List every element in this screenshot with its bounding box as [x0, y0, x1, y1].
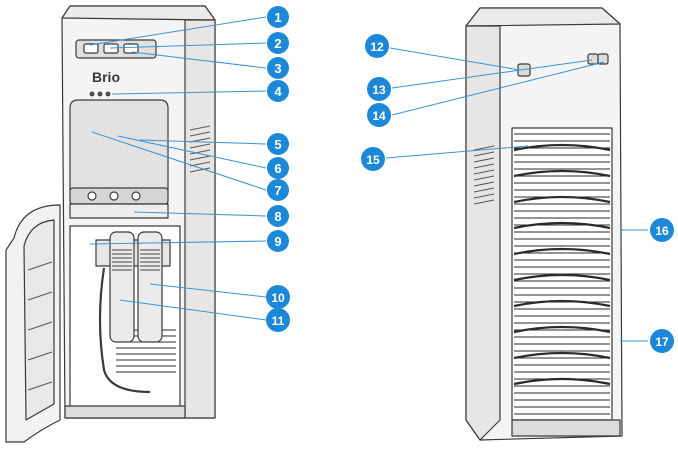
callout-4: 4: [267, 80, 289, 102]
leader-line-10: [149, 283, 267, 298]
rear-dispenser-unit: [465, 7, 623, 441]
coil-tube: [513, 273, 611, 282]
front-side-vents: [189, 125, 211, 173]
front-drip-tray-hole-3: [131, 191, 141, 201]
rear-condenser-coils: [513, 133, 611, 415]
svg-text:15: 15: [366, 153, 380, 167]
svg-text:1: 1: [274, 10, 281, 25]
callout-12: 12: [365, 34, 389, 58]
leader-line-4: [111, 90, 267, 95]
svg-text:17: 17: [655, 335, 669, 349]
rear-cabinet-side: [465, 25, 501, 441]
callout-7: 7: [267, 179, 289, 201]
leader-line-5: [139, 139, 267, 145]
rear-cabinet-top: [465, 7, 621, 27]
callout-2: 2: [267, 32, 289, 54]
svg-text:14: 14: [372, 109, 386, 123]
callout-badges-rear: 12 13 14 15 16 17: [361, 34, 674, 353]
leader-line-11: [119, 299, 267, 321]
front-filter-cap-ribs: [112, 249, 160, 271]
front-drip-tray-hole-2: [109, 191, 119, 201]
front-indicator-light-2: [97, 91, 103, 97]
coil-tube: [513, 143, 611, 152]
leader-line-13: [391, 59, 593, 89]
leader-line-7: [91, 131, 267, 191]
leader-line-6: [117, 135, 267, 169]
front-indicator-light-3: [105, 91, 111, 97]
front-tray-ledge: [69, 203, 169, 219]
front-drip-tray: [69, 187, 169, 205]
coil-tube: [513, 247, 611, 256]
callout-10: 10: [266, 285, 290, 309]
svg-text:3: 3: [274, 61, 281, 76]
coil-tube: [513, 351, 611, 360]
callout-8: 8: [267, 205, 289, 227]
front-door-shelf-lines: [27, 261, 53, 391]
coil-tube: [513, 195, 611, 204]
front-indicator-light-1: [89, 91, 95, 97]
callout-badges-front: 1 2 3 4 5 6 7 8 9 10 11: [266, 6, 290, 332]
coil-tube: [513, 221, 611, 230]
front-control-button-3: [123, 43, 139, 54]
callout-13: 13: [367, 77, 391, 101]
front-cabinet-top: [61, 5, 216, 21]
front-control-button-1: [83, 43, 99, 54]
coil-tube: [513, 325, 611, 334]
callout-1: 1: [267, 6, 289, 28]
leader-line-9: [89, 240, 267, 245]
callout-16: 16: [650, 218, 674, 242]
rear-bottom-base: [511, 419, 621, 437]
callout-11: 11: [266, 308, 290, 332]
svg-text:4: 4: [274, 84, 282, 99]
front-filter-tubing: [98, 267, 151, 394]
leader-line-12: [389, 47, 521, 71]
callout-9: 9: [267, 230, 289, 252]
coil-tube: [513, 299, 611, 308]
svg-text:11: 11: [272, 314, 285, 328]
front-dispensing-recess: [69, 99, 169, 191]
callout-6: 6: [267, 157, 289, 179]
front-filter-cartridge-right: [137, 231, 163, 343]
front-cabinet-door-inner: [23, 219, 55, 421]
callout-15: 15: [361, 147, 385, 171]
leader-line-2: [109, 42, 267, 49]
front-drip-tray-hole-1: [87, 191, 97, 201]
rear-port-right-1: [587, 53, 599, 65]
brand-logo: Brio: [92, 69, 120, 85]
callout-5: 5: [267, 133, 289, 155]
rear-port-right-2: [597, 53, 609, 65]
svg-text:9: 9: [274, 234, 281, 249]
svg-text:13: 13: [372, 83, 386, 97]
svg-text:16: 16: [655, 224, 669, 238]
callout-leader-lines: [89, 16, 648, 342]
front-cabinet-base: [64, 405, 186, 419]
leader-line-15: [385, 145, 529, 159]
front-control-button-2: [103, 43, 119, 54]
leader-line-8: [133, 211, 267, 217]
svg-text:7: 7: [274, 183, 281, 198]
svg-text:10: 10: [271, 291, 285, 305]
leader-line-1: [89, 16, 267, 46]
svg-text:2: 2: [274, 36, 281, 51]
svg-text:6: 6: [274, 161, 281, 176]
front-dispenser-unit: [5, 5, 216, 443]
callout-3: 3: [267, 57, 289, 79]
leader-line-3: [131, 51, 267, 69]
rear-side-vents: [473, 145, 495, 205]
callout-17: 17: [650, 329, 674, 353]
coil-tube: [513, 169, 611, 178]
svg-text:8: 8: [274, 209, 281, 224]
coil-tube: [513, 377, 611, 386]
front-cabinet-side: [184, 19, 216, 419]
leader-line-14: [391, 61, 605, 116]
front-filter-cartridge-left: [109, 231, 135, 343]
callout-14: 14: [367, 103, 391, 127]
svg-text:5: 5: [274, 137, 281, 152]
svg-text:12: 12: [370, 40, 384, 54]
